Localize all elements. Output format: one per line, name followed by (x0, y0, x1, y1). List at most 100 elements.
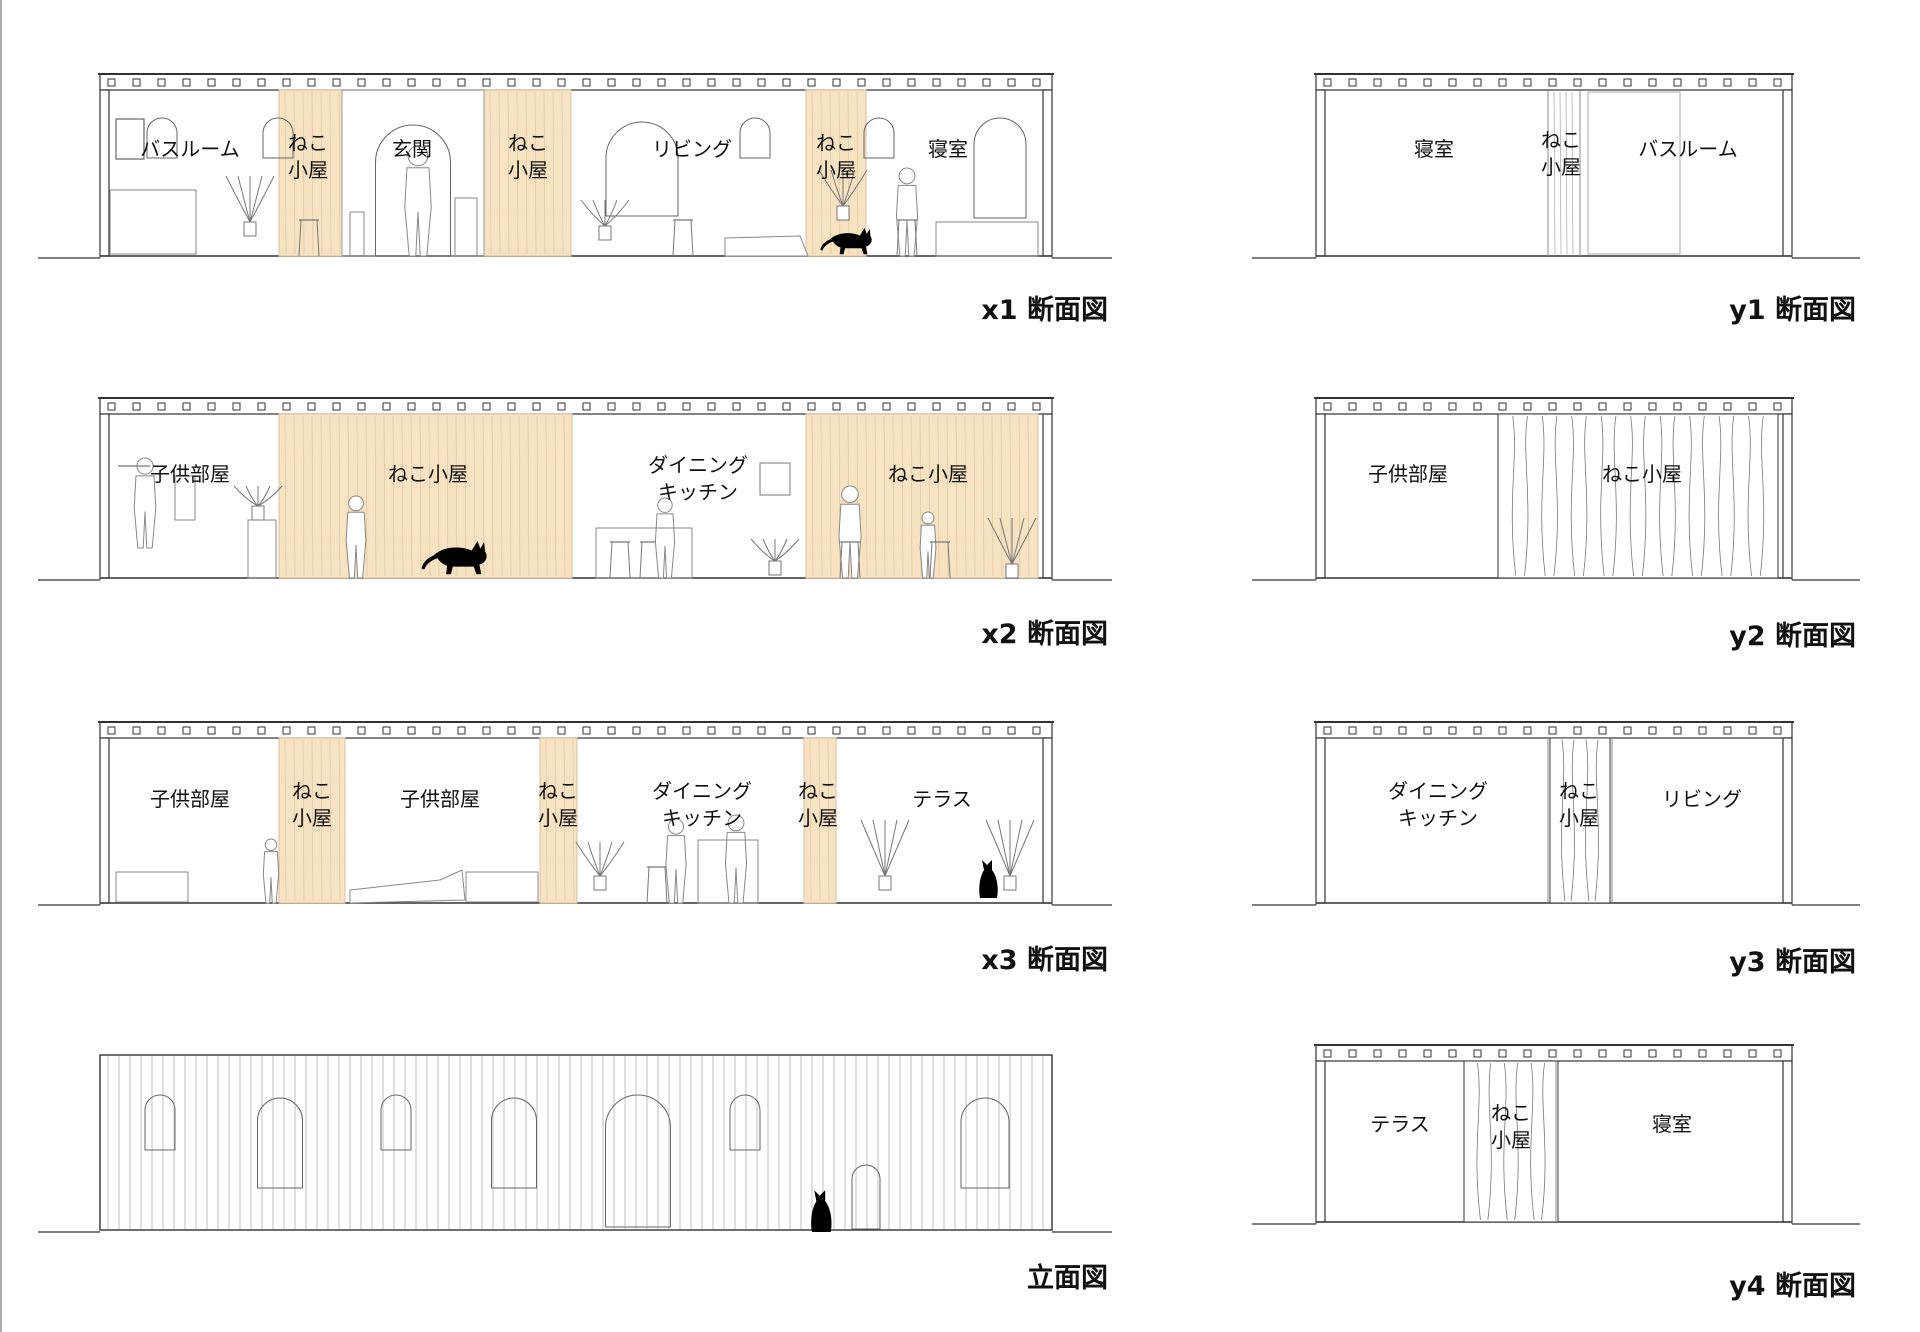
wood-grain-line (1759, 415, 1765, 577)
joist-mark (1423, 402, 1432, 411)
stool-leg (672, 219, 676, 257)
wood-grain (543, 91, 546, 255)
plant-leaf (1009, 819, 1035, 877)
joist-mark (1348, 402, 1357, 411)
person-figure (133, 475, 157, 549)
joist-mark (457, 402, 466, 411)
wood-grain (1009, 415, 1012, 577)
joist-mark (1348, 1049, 1357, 1058)
joist-mark (1548, 726, 1557, 735)
joist-mark (232, 726, 241, 735)
person-figure-head (841, 485, 859, 504)
joist-mark (1032, 726, 1041, 735)
room-label-cat-house: ねこ 小屋 (1491, 1101, 1531, 1152)
plant-leaf (1011, 517, 1025, 565)
joist-mark (982, 726, 991, 735)
joist-mark (1007, 78, 1016, 87)
section-title: y1 断面図 (1729, 295, 1856, 326)
plant-leaf (872, 819, 886, 877)
wood-grain (554, 415, 557, 577)
joist-mark (757, 726, 766, 735)
wood-grain (955, 415, 958, 577)
section-title: 立面図 (1027, 1263, 1108, 1294)
wood-grain (284, 91, 287, 255)
joist-mark (332, 78, 341, 87)
plant-leaf (750, 538, 776, 562)
joist-mark (1398, 726, 1407, 735)
stool-leg (609, 541, 613, 579)
plant-leaf (842, 169, 868, 207)
section-title: x3 断面図 (981, 945, 1108, 976)
person-figure (919, 524, 937, 579)
joist-mark (632, 78, 641, 87)
wood-grain (563, 415, 566, 577)
joist-mark (132, 78, 141, 87)
joist-mark (1723, 78, 1732, 87)
joist-mark (657, 402, 666, 411)
joist-mark (382, 78, 391, 87)
joist-mark (107, 726, 116, 735)
joist-mark (132, 726, 141, 735)
wood-grain-line (1659, 415, 1664, 577)
stool-leg (929, 541, 933, 579)
joist-mark (1598, 1049, 1607, 1058)
plant-leaf (225, 175, 251, 223)
joist-mark (1598, 78, 1607, 87)
wood-grain (829, 91, 832, 255)
wood-grain (302, 739, 305, 902)
wall-picture (759, 462, 791, 496)
wood-grain-line (1541, 1062, 1546, 1221)
room-label-bedroom: 寝室 (1414, 137, 1454, 161)
wood-grain-line (1730, 415, 1735, 577)
bathroom-door (1587, 91, 1681, 255)
room-label-cat-house: ねこ 小屋 (288, 131, 328, 182)
wood-grain-line (1541, 415, 1546, 577)
joist-mark (482, 726, 491, 735)
person-figure (262, 851, 280, 904)
joist-mark (1398, 402, 1407, 411)
entrance-shelf (454, 197, 478, 257)
joist-mark (1648, 402, 1657, 411)
wood-grain (311, 91, 314, 255)
joist-mark (1598, 726, 1607, 735)
joist-mark (207, 78, 216, 87)
wood-grain (491, 415, 494, 577)
wood-grain-line (1565, 91, 1568, 255)
joist-mark (1698, 78, 1707, 87)
joist-mark (432, 78, 441, 87)
joist-mark (157, 402, 166, 411)
wood-grain-line (1747, 415, 1752, 577)
joist-mark (107, 402, 116, 411)
joist-mark (1007, 726, 1016, 735)
joist-mark (807, 78, 816, 87)
joist-mark (132, 402, 141, 411)
wood-grain (991, 415, 994, 577)
wood-grain (883, 415, 886, 577)
wood-grain (329, 415, 332, 577)
wood-grain (401, 415, 404, 577)
joist-mark (332, 726, 341, 735)
plant-leaf (999, 517, 1013, 565)
joist-mark (882, 402, 891, 411)
joist-mark (1748, 78, 1757, 87)
joist-mark (1573, 726, 1582, 735)
wood-grain-line (1594, 739, 1599, 902)
joist-mark (1523, 1049, 1532, 1058)
joist-mark (1323, 1049, 1332, 1058)
joist-mark (607, 78, 616, 87)
joist-mark (1498, 1049, 1507, 1058)
wood-grain-line (1530, 1062, 1535, 1221)
joist-mark (1348, 726, 1357, 735)
joist-mark (1007, 402, 1016, 411)
arch-window (863, 117, 895, 159)
wood-grain-line (1585, 739, 1590, 902)
person-figure (665, 835, 687, 904)
wood-grain (937, 415, 940, 577)
room-label-cat-house: ねこ 小屋 (1541, 128, 1581, 179)
joist-mark (257, 78, 266, 87)
section-title: x2 断面図 (981, 619, 1108, 650)
cat-house-grain-panel (1549, 737, 1611, 904)
wood-grain-line (1553, 91, 1556, 255)
